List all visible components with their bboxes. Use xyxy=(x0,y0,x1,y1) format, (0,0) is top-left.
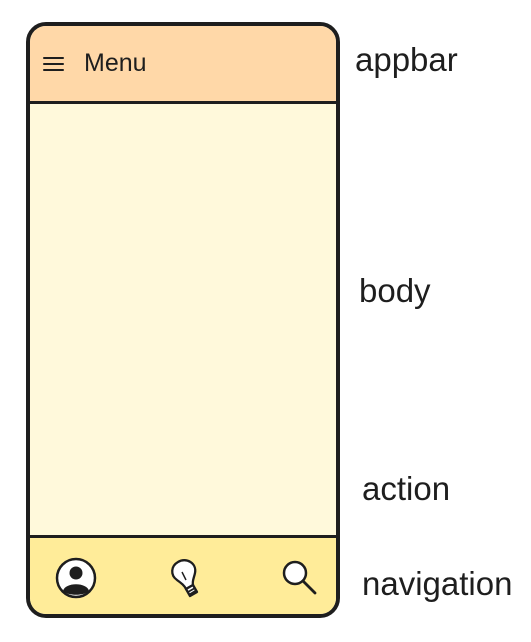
lightbulb-icon xyxy=(171,559,199,598)
action-annotation: action xyxy=(362,470,451,507)
body-annotation: body xyxy=(359,272,431,309)
phone-frame: Menu xyxy=(26,22,340,618)
nav-item-profile[interactable] xyxy=(54,556,98,600)
appbar: Menu xyxy=(30,26,336,104)
body-area xyxy=(30,104,336,603)
navigation-annotation: navigation xyxy=(362,565,513,602)
nav-item-ideas[interactable] xyxy=(164,556,208,600)
search-icon xyxy=(282,560,317,595)
bottom-navigation xyxy=(30,535,336,614)
appbar-title: Menu xyxy=(84,49,147,77)
appbar-annotation: appbar xyxy=(355,41,458,78)
nav-item-search[interactable] xyxy=(277,556,321,600)
hamburger-icon[interactable] xyxy=(43,56,64,72)
user-avatar-icon xyxy=(55,557,97,599)
